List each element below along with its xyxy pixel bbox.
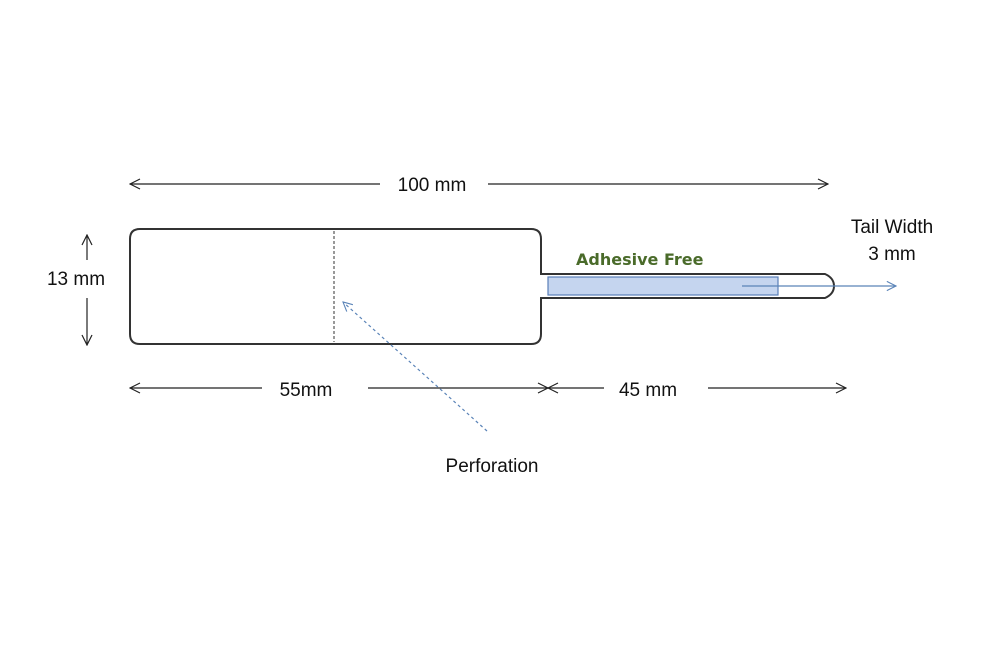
perforation-label: Perforation	[446, 456, 539, 477]
tail-length-dimension: 45 mm	[548, 380, 846, 401]
tag-outline	[129, 228, 836, 345]
tail-length-label: 45 mm	[619, 380, 677, 401]
perforation-pointer	[343, 302, 488, 432]
total-length-dimension: 100 mm	[130, 175, 828, 196]
height-label: 13 mm	[47, 269, 105, 290]
left-length-label: 55mm	[280, 380, 333, 401]
tail-width-label-line2: 3 mm	[868, 244, 916, 265]
left-length-dimension: 55mm	[130, 380, 548, 401]
total-length-label: 100 mm	[398, 175, 467, 196]
tail-width-label-line1: Tail Width	[851, 217, 933, 238]
height-dimension: 13 mm	[47, 235, 105, 345]
adhesive-free-label: Adhesive Free	[576, 250, 704, 269]
